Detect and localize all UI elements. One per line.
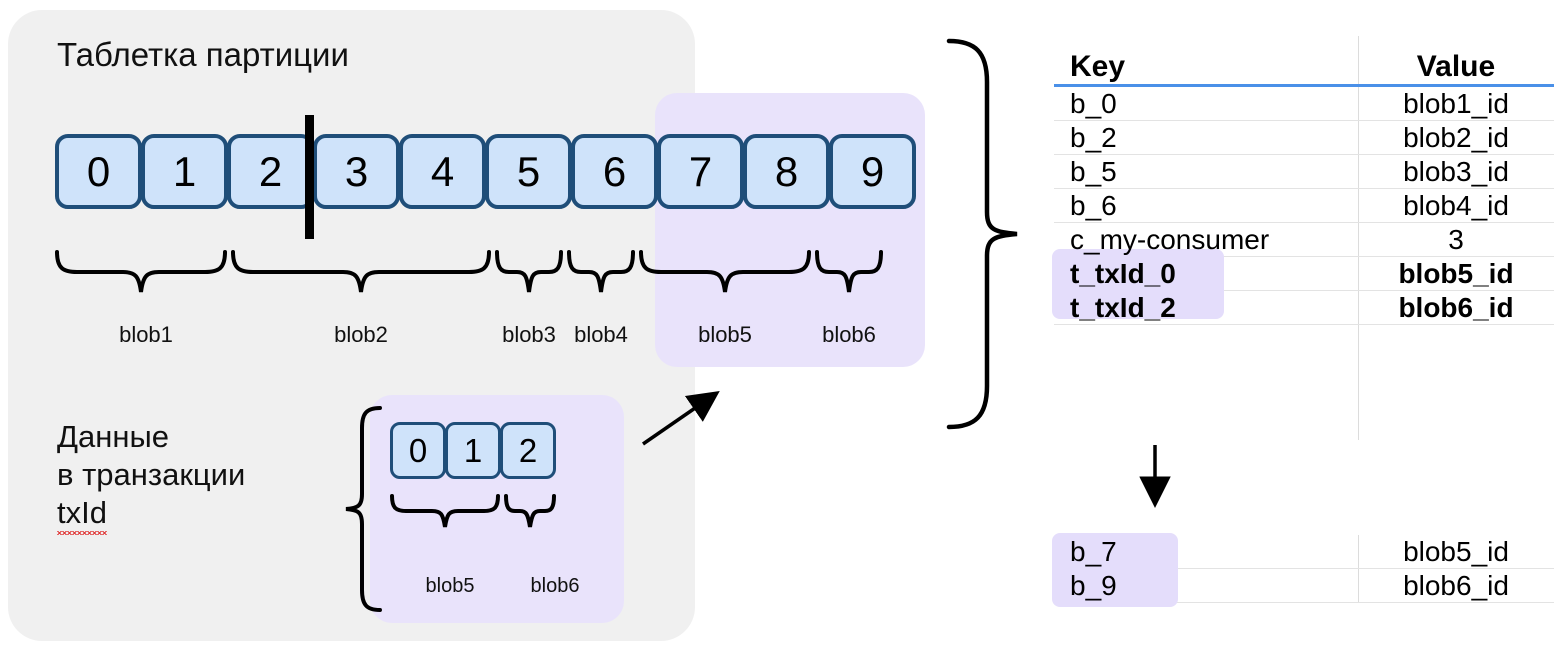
- subtable-column-divider: [1358, 535, 1359, 603]
- transaction-to-table-arrow: [642, 391, 720, 446]
- transaction-cell: 2: [500, 422, 556, 479]
- column-header-key: Key: [1070, 50, 1126, 83]
- partition-cell: 4: [399, 134, 486, 209]
- cell-value: blob4_id: [1403, 189, 1509, 221]
- table-row: b_9 blob6_id: [1054, 569, 1554, 603]
- cell-value: 3: [1448, 223, 1464, 255]
- transaction-cell: 0: [390, 422, 446, 479]
- cell-value: blob6_id: [1398, 291, 1514, 323]
- partition-cell: 0: [55, 134, 142, 209]
- table-column-divider: [1358, 36, 1359, 440]
- cell-key: b_6: [1070, 189, 1117, 221]
- transaction-braces: [390, 494, 556, 528]
- brace-label-blob1: blob1: [119, 322, 173, 347]
- resolved-rows-highlight: [1052, 533, 1178, 607]
- table-header-row: Key Value: [1054, 36, 1554, 87]
- cell-key: t_txId_2: [1070, 291, 1176, 323]
- transaction-group-brace: [345, 406, 382, 612]
- transaction-cell: 1: [445, 422, 501, 479]
- cell-key: t_txId_0: [1070, 257, 1176, 289]
- cell-key: b_5: [1070, 155, 1117, 187]
- partition-cell: 6: [571, 134, 658, 209]
- partition-braces: [55, 250, 883, 293]
- cell-value: blob6_id: [1403, 569, 1509, 601]
- transaction-caption-line3: txId: [57, 495, 107, 535]
- tx-brace-label-blob6: blob6: [530, 575, 580, 597]
- column-header-value: Value: [1416, 50, 1496, 83]
- cell-value: blob5_id: [1398, 257, 1514, 289]
- cell-key: b_9: [1070, 569, 1117, 601]
- partition-cell: 2: [227, 134, 314, 209]
- table-row: b_5 blob3_id: [1054, 155, 1554, 189]
- table-row: b_7 blob5_id: [1054, 535, 1554, 569]
- table-to-subtable-arrow: [1139, 445, 1171, 508]
- cell-key: b_2: [1070, 121, 1117, 153]
- transaction-caption-line2: в транзакции: [57, 457, 246, 492]
- cell-key: b_0: [1070, 87, 1117, 119]
- key-value-table: Key Value b_0 blob1_id b_2 blob2_id b_5 …: [1052, 36, 1554, 440]
- brace-label-blob6: blob6: [822, 322, 876, 347]
- brace-label-blob3: blob3: [502, 322, 556, 347]
- partition-cell-row: 0 1 2 3 4 5 6 7 8 9: [55, 134, 916, 209]
- brace-label-blob5: blob5: [698, 322, 752, 347]
- partition-cell: 5: [485, 134, 572, 209]
- brace-label-blob4: blob4: [574, 322, 628, 347]
- resolved-key-value-table: b_7 blob5_id b_9 blob6_id: [1052, 533, 1554, 607]
- transaction-caption-line1: Данные: [57, 419, 169, 454]
- partition-to-table-brace: [946, 38, 1018, 430]
- transaction-caption: Данные в транзакции txId: [57, 418, 246, 535]
- partition-split-marker: [305, 115, 314, 239]
- cell-value: blob1_id: [1403, 87, 1509, 119]
- partition-cell: 9: [829, 134, 916, 209]
- transaction-rows-highlight: [1052, 249, 1224, 319]
- page-title: Таблетка партиции: [57, 36, 349, 73]
- tx-brace-label-blob5: blob5: [425, 575, 475, 597]
- table-row: b_0 blob1_id: [1054, 87, 1554, 121]
- partition-cell: 7: [657, 134, 744, 209]
- cell-value: blob5_id: [1403, 535, 1509, 567]
- cell-value: blob3_id: [1403, 155, 1509, 187]
- transaction-cell-row: 0 1 2: [390, 422, 556, 479]
- partition-cell: 8: [743, 134, 830, 209]
- table-row: b_6 blob4_id: [1054, 189, 1554, 223]
- cell-key: b_7: [1070, 535, 1117, 567]
- cell-value: blob2_id: [1403, 121, 1509, 153]
- brace-label-blob2: blob2: [334, 322, 388, 347]
- partition-cell: 1: [141, 134, 228, 209]
- table-row: t_txId_0 blob5_id: [1054, 257, 1554, 291]
- table-row: c_my-consumer 3: [1054, 223, 1554, 257]
- table-row: b_2 blob2_id: [1054, 121, 1554, 155]
- cell-key: c_my-consumer: [1070, 223, 1270, 255]
- partition-cell: 3: [313, 134, 400, 209]
- table-row: t_txId_2 blob6_id: [1054, 291, 1554, 325]
